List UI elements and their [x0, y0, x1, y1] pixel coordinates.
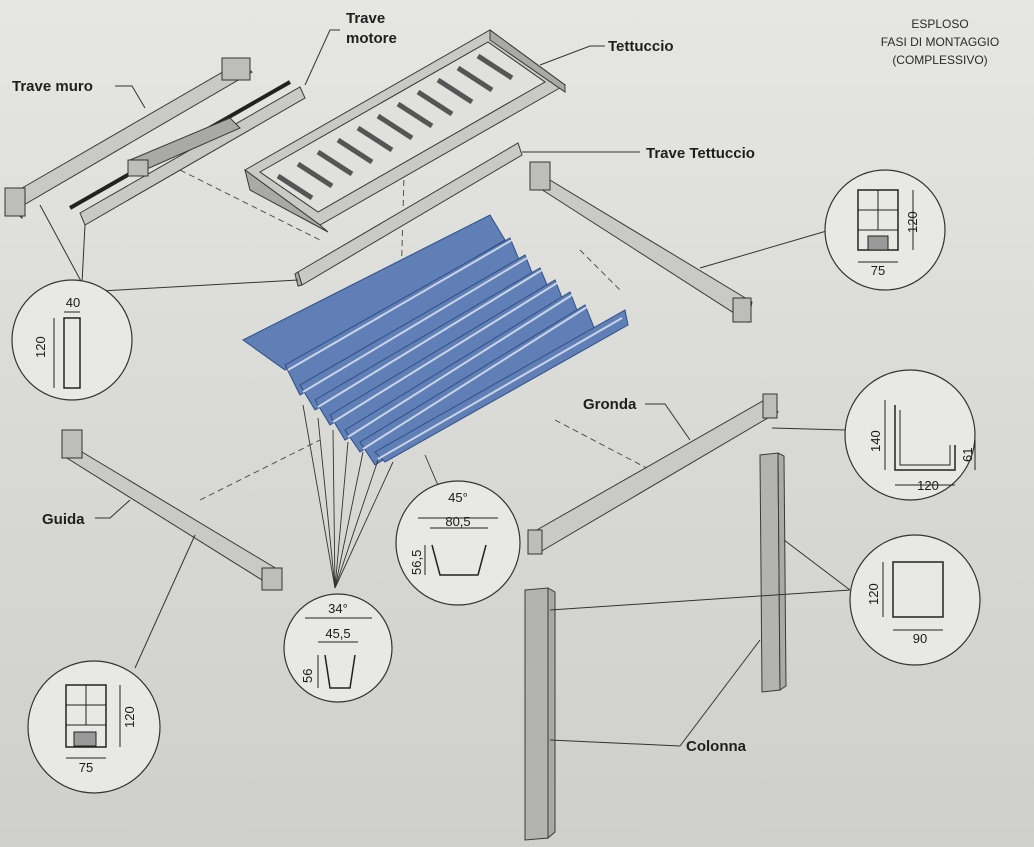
header-line-3: (COMPLESSIVO) — [892, 53, 987, 67]
dim-guida-width: 75 — [79, 760, 93, 775]
section-colonna: 120 90 — [849, 534, 981, 666]
dim-lamella-small-angle: 34° — [328, 601, 348, 616]
label-guida: Guida — [42, 511, 85, 528]
section-trave-muro: 40 120 — [11, 279, 133, 401]
dim-trave-tettuccio-height: 120 — [905, 211, 920, 233]
label-tettuccio: Tettuccio — [608, 38, 674, 55]
gronda-part — [527, 393, 779, 555]
label-trave-muro: Trave muro — [12, 78, 93, 95]
header-line-1: ESPLOSO — [911, 17, 968, 31]
guida-part — [61, 429, 283, 591]
trave-tettuccio-part — [294, 142, 523, 287]
trave-muro-part — [4, 57, 253, 220]
lamelle-part — [242, 214, 629, 466]
part-labels: Trave muro Trave motore Tettuccio Trave … — [12, 10, 755, 755]
trave-motore-part — [69, 80, 306, 226]
section-trave-tettuccio: 75 120 — [824, 169, 946, 291]
section-guida: 75 120 — [27, 660, 161, 794]
label-trave-motore-line2: motore — [346, 30, 397, 47]
colonna-part-left — [524, 587, 556, 841]
label-gronda: Gronda — [583, 396, 637, 413]
dim-lamella-small-height: 56 — [300, 669, 315, 683]
colonna-part-right — [759, 452, 787, 693]
dim-gronda-height-right: 61 — [960, 448, 975, 462]
dim-gronda-height-left: 140 — [868, 430, 883, 452]
section-lamella-large: 45° 80,5 56,5 — [395, 480, 521, 606]
dim-guida-height: 120 — [122, 706, 137, 728]
header-line-2: FASI DI MONTAGGIO — [881, 35, 999, 49]
dim-trave-tettuccio-width: 75 — [871, 263, 885, 278]
dim-lamella-large-width: 80,5 — [445, 514, 470, 529]
leader-lines — [39, 29, 851, 747]
tettuccio-part — [244, 29, 566, 233]
dim-trave-muro-width: 40 — [66, 295, 80, 310]
dim-lamella-large-height: 56,5 — [409, 550, 424, 575]
label-trave-motore-line1: Trave — [346, 10, 385, 27]
dim-trave-muro-height: 120 — [33, 336, 48, 358]
dim-gronda-width: 120 — [917, 478, 939, 493]
section-gronda: 140 61 120 — [844, 369, 976, 501]
dim-lamella-large-angle: 45° — [448, 490, 468, 505]
trave-laterale-part — [529, 161, 753, 323]
dim-lamella-small-width: 45,5 — [325, 626, 350, 641]
section-lamella-small: 34° 45,5 56 — [283, 593, 393, 703]
dim-colonna-height: 120 — [866, 583, 881, 605]
label-trave-tettuccio: Trave Tettuccio — [646, 145, 755, 162]
label-colonna: Colonna — [686, 738, 747, 755]
dim-colonna-width: 90 — [913, 631, 927, 646]
diagram-header: ESPLOSO FASI DI MONTAGGIO (COMPLESSIVO) — [881, 17, 999, 67]
